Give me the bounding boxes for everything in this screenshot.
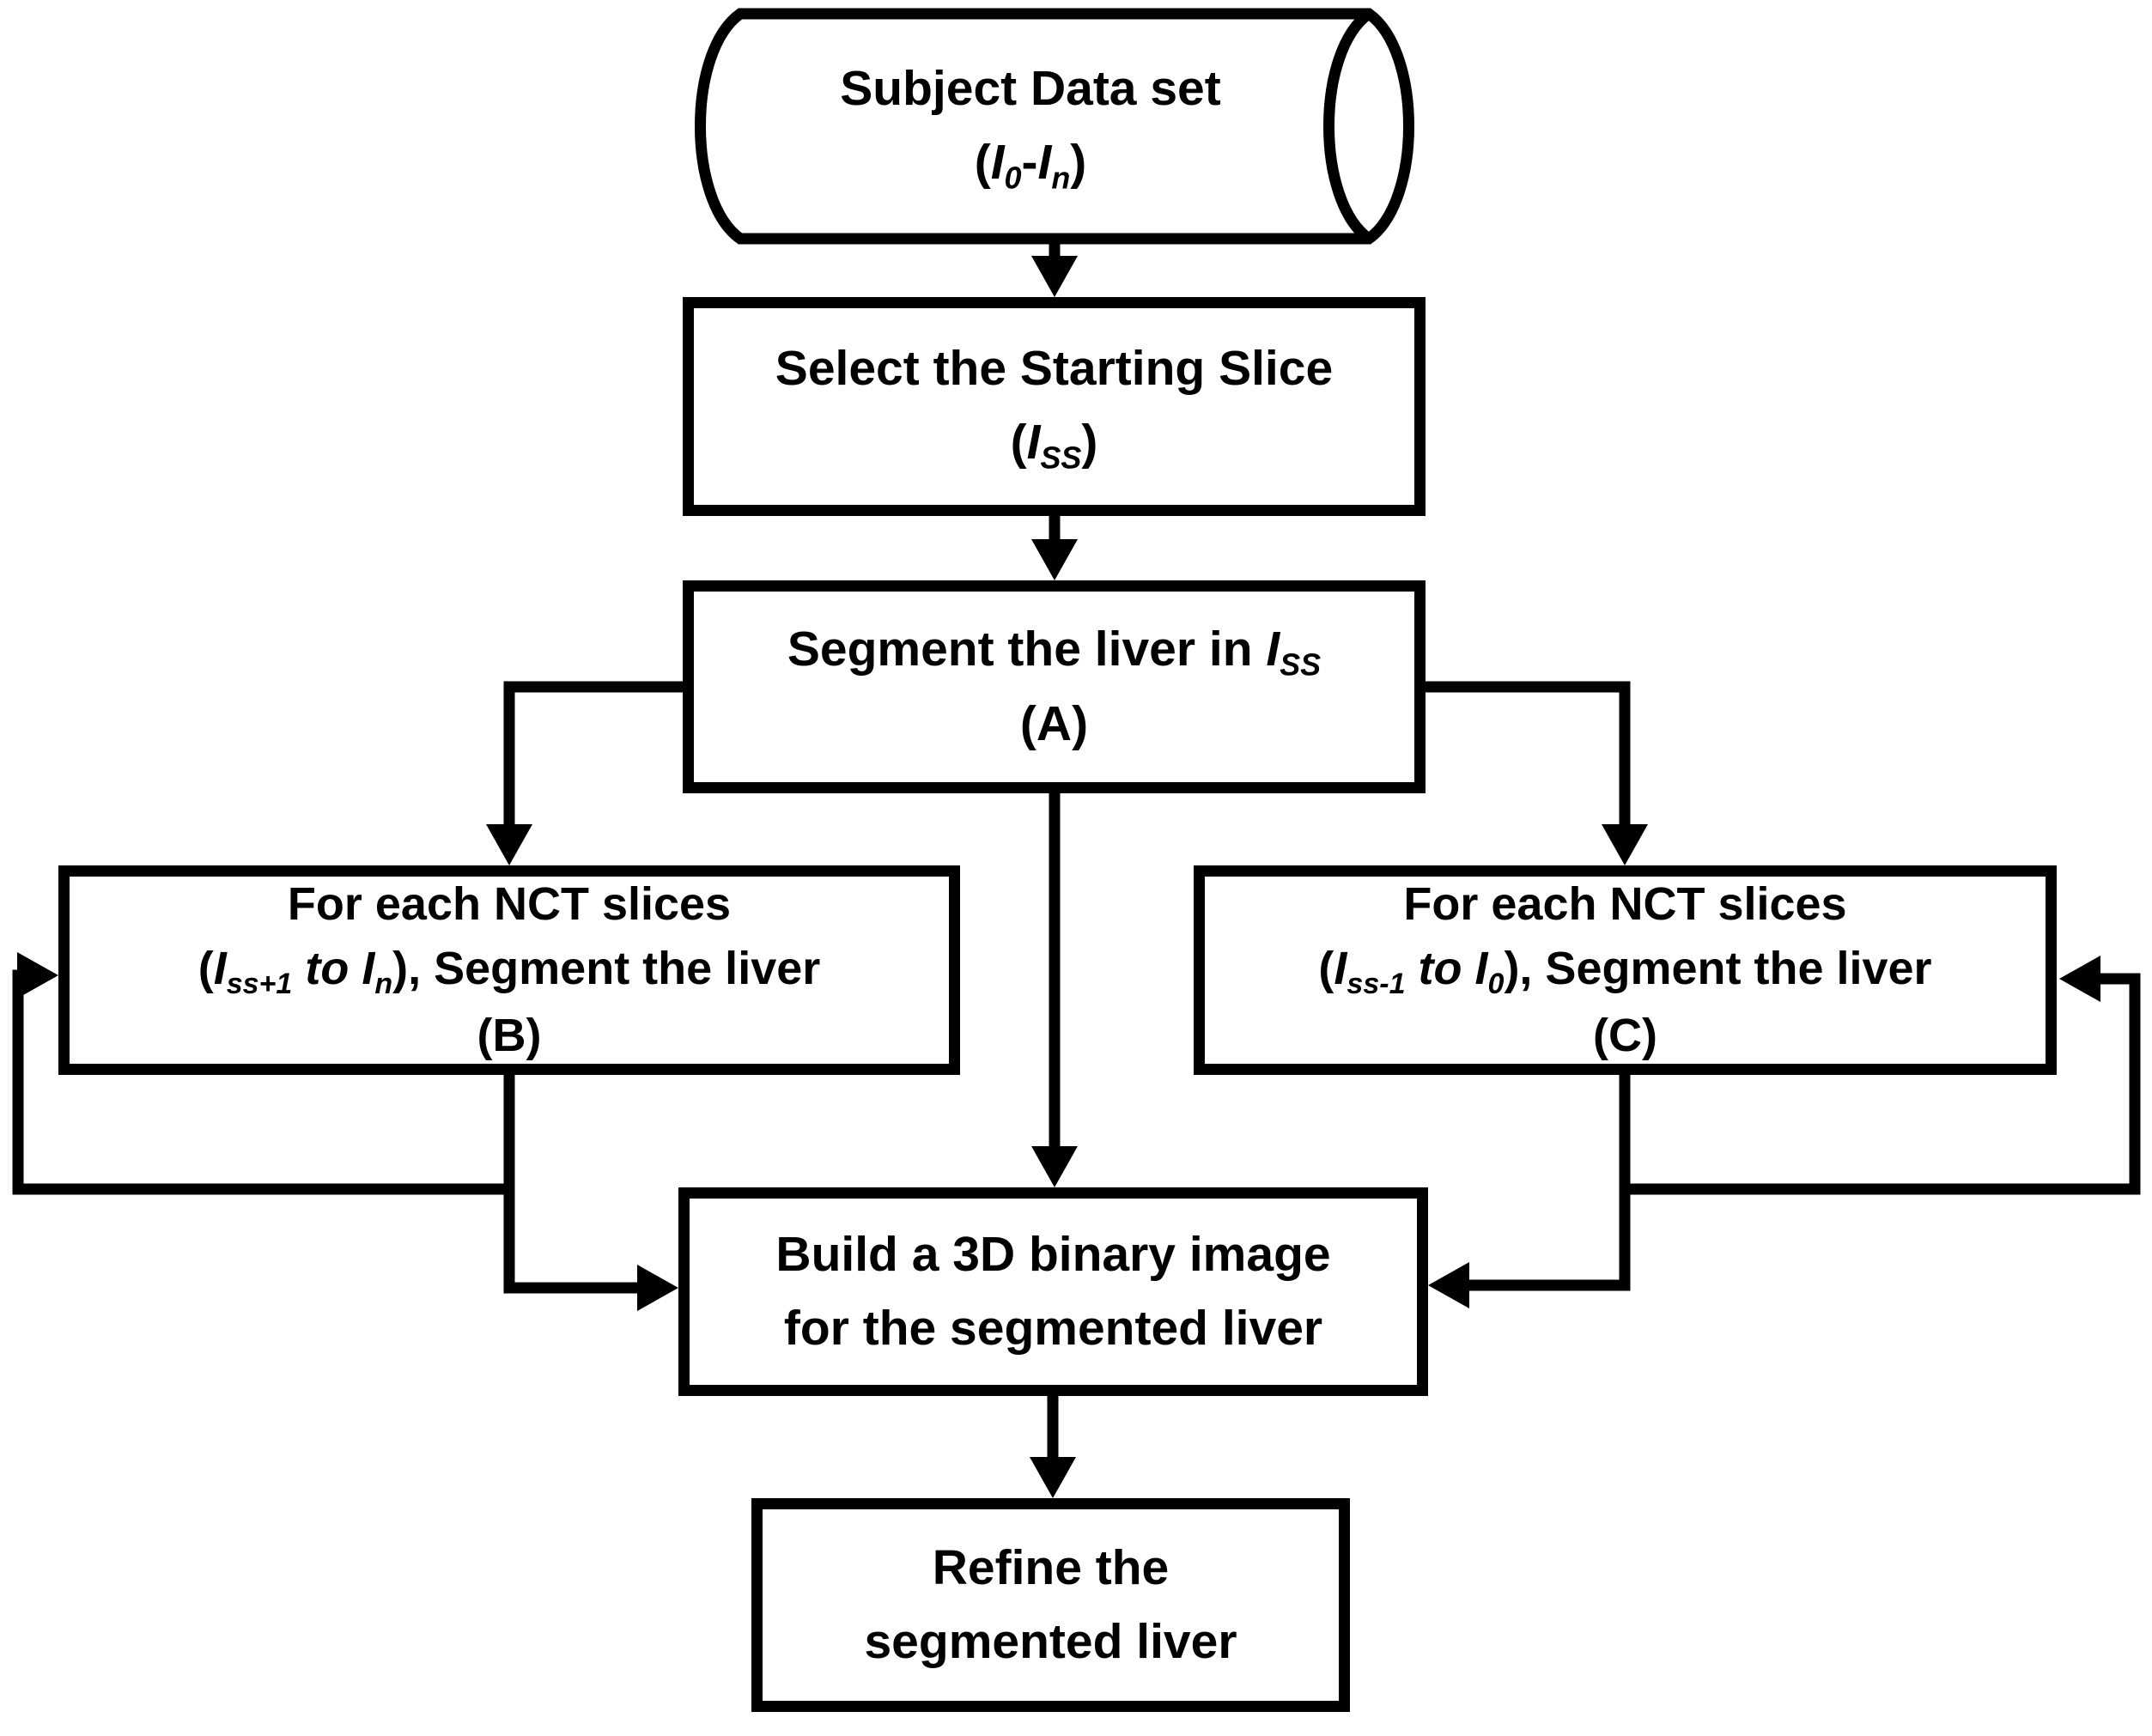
edge-loop-c-to-build (1466, 1075, 1631, 1291)
arrowhead-select-to-segment (1031, 539, 1078, 580)
edge-loop-b-to-build (503, 1075, 641, 1294)
arrowhead-segment-to-loop-c (1602, 824, 1648, 865)
arrowhead-dataset-to-select (1031, 256, 1078, 297)
arrowhead-segment-to-build (1031, 1146, 1078, 1187)
arrowhead-segment-to-loop-b (486, 824, 532, 865)
arrowhead-loop-c-to-build (1428, 1262, 1469, 1308)
node-loop-backward-c: For each NCT slices(Iss-1 to I0), Segmen… (1194, 865, 2057, 1075)
edge-segment-to-loop-b (503, 681, 683, 828)
node-loop-forward-b: For each NCT slices(Iss+1 to In), Segmen… (58, 865, 960, 1075)
cylinder-end-cap (1323, 9, 1373, 244)
node-segment-liver-a: Segment the liver in ISS(A) (683, 580, 1426, 793)
node-subject-dataset: Subject Data set(I0-In) (840, 61, 1221, 196)
arrowhead-build-to-refine (1030, 1457, 1076, 1498)
arrowhead-loop-b-feedback (17, 952, 58, 999)
arrowhead-loop-b-to-build (637, 1265, 678, 1311)
node-select-starting-slice: Select the Starting Slice(ISS) (683, 297, 1426, 516)
edge-loop-c-feedback (1625, 973, 2141, 1195)
edge-segment-to-loop-c (1426, 681, 1631, 828)
arrowhead-loop-c-feedback (2059, 956, 2100, 1002)
